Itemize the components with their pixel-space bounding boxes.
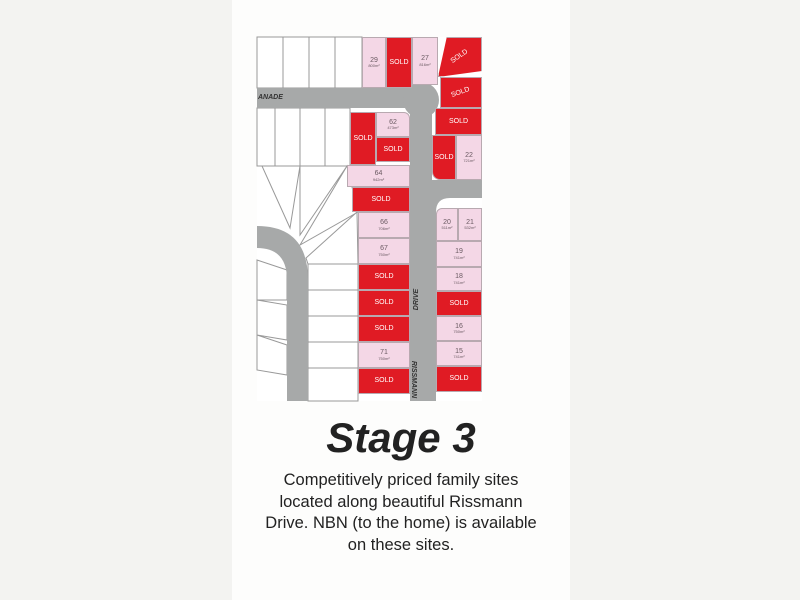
lot-sold[interactable]: SOLD — [350, 112, 376, 165]
sold-label: SOLD — [374, 377, 394, 385]
sold-label: SOLD — [383, 145, 403, 153]
lot-number: 16 — [455, 322, 463, 330]
sold-label: SOLD — [371, 195, 391, 203]
description-line: Drive. NBN (to the home) is available — [265, 514, 537, 532]
lot-number: 71 — [380, 349, 388, 357]
stage-title: Stage 3 — [326, 414, 476, 461]
lot-number: 19 — [455, 248, 463, 256]
sold-label: SOLD — [353, 134, 373, 142]
rissmann-drive — [410, 100, 432, 401]
lot-area: 721m² — [463, 158, 475, 164]
lot-sold[interactable]: SOLD — [358, 316, 410, 342]
sold-label: SOLD — [389, 58, 409, 66]
unlisted-lots — [256, 36, 363, 402]
lot-area: 706m² — [378, 225, 390, 231]
sold-label: SOLD — [434, 153, 454, 161]
lot-area: 750m² — [378, 355, 390, 361]
lot-sold[interactable]: SOLD — [440, 77, 482, 108]
lot-number: 15 — [455, 347, 463, 355]
description-line: located along beautiful Rissmann — [279, 492, 523, 511]
drive-label: DRIVE — [413, 288, 421, 311]
sold-label: SOLD — [449, 375, 469, 383]
description-line: on these sites. — [347, 535, 455, 554]
lot-area: 473m² — [387, 125, 399, 131]
roads — [257, 82, 482, 401]
sold-label: SOLD — [448, 117, 469, 125]
rissmann-label: RISSMANN — [410, 360, 418, 399]
description-line: Competitively priced family sites — [283, 471, 519, 489]
lot-number: 22 — [465, 151, 473, 159]
lot-number: 27 — [421, 55, 429, 63]
lot-number: 18 — [455, 273, 463, 281]
lot-area: 942m² — [372, 176, 385, 182]
lot-sold[interactable]: SOLD — [352, 187, 410, 212]
lot-area: 741m² — [453, 354, 465, 360]
sold-label: SOLD — [374, 273, 394, 281]
lot-sold[interactable]: SOLD — [432, 135, 456, 180]
lot-number: 64 — [374, 170, 383, 178]
lot-sold[interactable]: SOLD — [436, 366, 482, 392]
lot-area: 741m² — [453, 254, 465, 260]
lot-sold[interactable]: SOLD — [436, 291, 482, 316]
lot-sold[interactable]: SOLD — [386, 37, 412, 88]
curved-road — [257, 226, 308, 401]
lot-number: 21 — [466, 218, 474, 226]
stage-description: Competitively priced family sites locate… — [232, 470, 570, 556]
lot-area: 750m² — [453, 329, 465, 335]
lot-number: 29 — [370, 56, 378, 64]
lot-number: 20 — [443, 218, 451, 226]
lot-sold[interactable]: SOLD — [358, 290, 410, 316]
lot-area: 532m² — [464, 225, 476, 231]
lot-sold[interactable]: SOLD — [435, 108, 482, 135]
sold-label: SOLD — [450, 48, 470, 66]
sold-label: SOLD — [449, 299, 469, 307]
lot-number: 62 — [389, 118, 397, 126]
lot-sold[interactable]: SOLD — [358, 368, 410, 394]
lot-sold[interactable]: SOLD — [376, 137, 410, 162]
sold-label: SOLD — [374, 325, 394, 333]
lot-area: 741m² — [453, 279, 465, 285]
lot-area: 800m² — [368, 63, 380, 69]
lot-area: 816m² — [419, 61, 431, 67]
esplanade-road — [257, 88, 427, 108]
sold-label: SOLD — [450, 85, 472, 99]
esplanade-label: ANADE — [258, 94, 283, 101]
lot-area: 750m² — [378, 251, 390, 257]
lot-number: 67 — [380, 245, 388, 253]
lot-number: 66 — [380, 219, 388, 227]
sold-label: SOLD — [374, 299, 394, 307]
lot-area: 511m² — [441, 225, 453, 231]
lot-sold[interactable]: SOLD — [358, 264, 410, 290]
